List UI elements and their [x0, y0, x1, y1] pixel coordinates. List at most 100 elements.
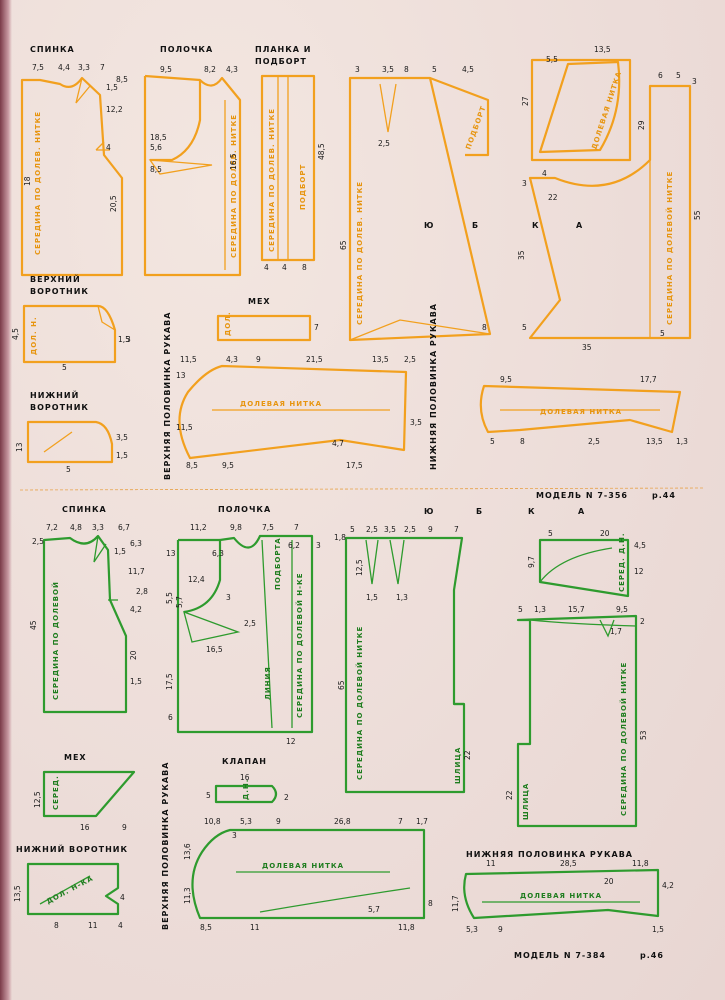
bottom-spinka-grain: СЕРЕДИНА ПО ДОЛЕВОЙ [51, 581, 60, 700]
top-niz-rukav-piece: НИЖНЯЯ ПОЛОВИНКА РУКАВА ДОЛЕВАЯ НИТКА 9,… [429, 303, 688, 470]
dim-label: 1,5 [114, 547, 126, 556]
bottom-kokotka-shlica: ШЛИЦА [522, 783, 530, 820]
dim-label: 20 [129, 650, 138, 660]
top-mex-title: МЕХ [248, 297, 271, 306]
dim-label: 2,5 [378, 139, 390, 148]
dim-label: 4 [264, 263, 269, 272]
dim-label: 12 [634, 567, 644, 576]
top-spinka-dart [75, 77, 91, 104]
dim-label: 3 [692, 77, 697, 86]
dim-label: 9,5 [616, 605, 628, 614]
dim-label: 16,5 [206, 645, 223, 654]
dim-label: 7 [314, 323, 319, 332]
top-verh-vorotnik-corner [97, 305, 116, 331]
top-yubka-hem [349, 319, 491, 341]
bottom-yubka-shlica: ШЛИЦА [454, 747, 462, 784]
dim-label: 3,5 [384, 525, 396, 534]
dim-label: 15,7 [568, 605, 585, 614]
top-yubka-grain: СЕРЕДИНА ПО ДОЛЕВ. НИТКЕ [356, 181, 364, 325]
top-niz-vorotnik-title-1: НИЖНИЙ [30, 389, 79, 400]
dim-label: 5 [490, 437, 495, 446]
top-verh-vorotnik-outline [22, 304, 117, 364]
dim-label: 11,5 [176, 423, 193, 432]
top-planka-lines [277, 76, 289, 260]
dim-label: 13 [176, 371, 186, 380]
bottom-niz-rukav-piece: НИЖНЯЯ ПОЛОВИНКА РУКАВА ДОЛЕВАЯ НИТКА 11… [451, 850, 674, 934]
dim-label: 12 [286, 737, 296, 746]
label-letter: Ю [424, 507, 434, 516]
dim-label: 4,2 [130, 605, 142, 614]
dim-label: 13,5 [372, 355, 389, 364]
dim-label: 53 [639, 730, 648, 740]
label-letter: Б [476, 507, 483, 516]
dim-label: 7 [398, 817, 403, 826]
dim-label: 35 [582, 343, 592, 352]
dim-label: 1,5 [366, 593, 378, 602]
top-kokotka-shape [538, 60, 621, 154]
dim-label: 3 [522, 179, 527, 188]
top-polochka-piece: ПОЛОЧКА СЕРЕДИНА ПО ДОЛЕВ. НИТКЕ 9,5 8,2… [143, 45, 242, 277]
dim-label: 1,5 [652, 925, 664, 934]
dim-label: 7,2 [46, 523, 58, 532]
dim-label: 2,5 [404, 355, 416, 364]
bottom-mex-grain: СЕРЕД. [52, 775, 60, 810]
top-kokotka-piece: ДОЛЕВАЯ НИТКА СЕРЕДИНА ПО ДОЛЕВОЙ НИТКЕ … [517, 45, 702, 352]
bottom-spinka-title: СПИНКА [62, 505, 107, 514]
dim-label: 5 [522, 323, 527, 332]
dim-label: 3,3 [92, 523, 104, 532]
top-niz-vorotnik-outline [26, 420, 114, 464]
dim-label: 4,8 [70, 523, 82, 532]
top-planka-grain: СЕРЕДИНА ПО ДОЛЕВ. НИТКЕ [268, 108, 276, 252]
dim-label: 3 [232, 831, 237, 840]
dim-label: 8 [404, 65, 409, 74]
dim-label: 5,3 [240, 817, 252, 826]
bottom-mex-piece: МЕХ СЕРЕД. 12,5 16 9 [33, 753, 136, 832]
bottom-verh-rukav-seam [259, 887, 411, 913]
bottom-niz-vorotnik-grain: ДОЛ. Н-КА [45, 874, 95, 905]
dim-label: 8,2 [204, 65, 216, 74]
bottom-mex-title: МЕХ [64, 753, 87, 762]
dim-label: 12,4 [188, 575, 205, 584]
bottom-kokotka-front-top [529, 619, 637, 627]
dim-label: 4,2 [662, 881, 674, 890]
dim-label: 6 [658, 71, 663, 80]
dim-label: 13 [166, 549, 176, 558]
top-polochka-outline [143, 76, 242, 277]
dim-label: 13 [15, 442, 24, 452]
dim-label: 1,5 [118, 335, 130, 344]
bottom-verh-rukav-title: ВЕРХНЯЯ ПОЛОВИНКА РУКАВА [161, 762, 170, 930]
dim-label: 4,4 [58, 63, 70, 72]
dim-label: 7 [294, 523, 299, 532]
dim-label: 8,5 [150, 165, 162, 174]
bottom-niz-vorotnik-title: НИЖНИЙ ВОРОТНИК [16, 843, 128, 854]
dim-label: 1,5 [106, 83, 118, 92]
top-yubka-podbort-label: ПОДБОРТ [464, 104, 487, 150]
top-verh-vorotnik-title-2: ВОРОТНИК [30, 287, 89, 296]
top-planka-piece: ПЛАНКА И ПОДБОРТ СЕРЕДИНА ПО ДОЛЕВ. НИТК… [255, 45, 326, 272]
label-letter: К [528, 507, 536, 516]
dim-label: 7 [100, 63, 105, 72]
dim-label: 65 [339, 240, 348, 250]
top-yubka-podbort [429, 76, 490, 157]
dim-label: 1,3 [534, 605, 546, 614]
dim-label: 48,5 [317, 143, 326, 160]
dim-label: 4 [542, 169, 547, 178]
dim-label: 16 [80, 823, 90, 832]
dim-label: 12,5 [33, 791, 42, 808]
dim-label: 2 [284, 793, 289, 802]
bottom-niz-vorotnik-grain-line [39, 875, 91, 905]
dim-label: 3,5 [116, 433, 128, 442]
dim-label: 35 [517, 250, 526, 260]
dim-label: 9,8 [230, 523, 242, 532]
dim-label: 9 [122, 823, 127, 832]
top-mex-grain: ДОЛ. [224, 311, 232, 336]
bottom-polochka-grain: СЕРЕДИНА ПО ДОЛЕВОЙ Н-КЕ [295, 572, 304, 718]
top-polochka-grain: СЕРЕДИНА ПО ДОЛЕВ. НИТКЕ [230, 114, 238, 258]
dim-label: 3,5 [410, 418, 422, 427]
dim-label: 20,5 [109, 195, 118, 212]
dim-label: 17,5 [165, 673, 174, 690]
dim-label: 5,7 [175, 596, 184, 608]
dim-label: 1,5 [116, 451, 128, 460]
bottom-niz-vorotnik-outline [26, 862, 120, 916]
top-planka-title-1: ПЛАНКА И [255, 45, 311, 54]
